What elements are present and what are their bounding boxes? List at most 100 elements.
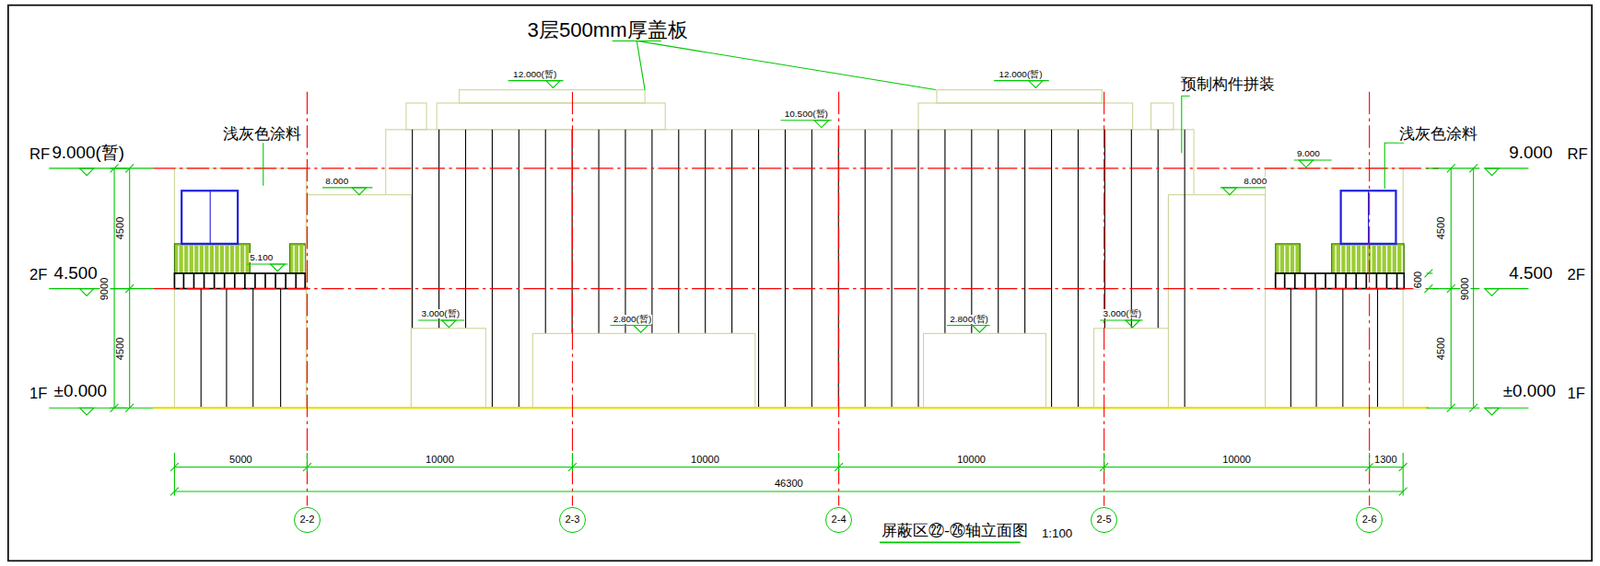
elevation-label: 10000: [956, 455, 987, 466]
elevation-label: 3.000(暂): [420, 309, 461, 319]
elevation-label: 8.000: [324, 176, 350, 187]
slab-rib: [1334, 273, 1337, 290]
dimension-tick: [1399, 488, 1408, 497]
railing: [1331, 244, 1405, 274]
railing-bar: [1366, 245, 1367, 274]
dimension-tick: [834, 463, 843, 472]
dimension-tick: [170, 488, 179, 497]
mark-triangle: [1484, 408, 1500, 416]
balcony: [174, 244, 1404, 290]
joint-line: [1077, 129, 1079, 409]
elevation-label: 10000: [689, 455, 721, 466]
axis-bubble: 2-2: [293, 507, 321, 535]
mark-triangle: [1298, 160, 1314, 168]
railing: [290, 244, 306, 274]
mark-triangle: [1222, 187, 1238, 196]
mark-triangle: [1484, 168, 1500, 176]
elevation-label: 46300: [773, 479, 805, 491]
elevation-label: 1300: [1373, 455, 1399, 466]
joint-line: [1342, 289, 1344, 409]
dimension-tick: [1365, 463, 1374, 472]
dimension-tick: [568, 463, 577, 472]
mark-triangle: [1028, 81, 1044, 89]
railing-bar: [1334, 245, 1336, 274]
joint-line: [758, 129, 760, 409]
railing-bar: [223, 245, 225, 274]
slab-rib: [1294, 273, 1297, 290]
railing-bar: [203, 245, 205, 274]
note-label: 预制构件拼装: [1179, 77, 1276, 94]
door: [181, 190, 1396, 245]
joint-line: [1377, 289, 1379, 409]
railing-bar: [213, 245, 215, 274]
extension-line: [838, 453, 840, 472]
mark-triangle: [79, 408, 94, 416]
railing-bar: [1370, 245, 1372, 274]
slab-rib: [1365, 273, 1367, 290]
note-label: 浅灰色涂料: [1398, 127, 1479, 143]
joint-line: [491, 129, 493, 409]
joint-line: [1315, 289, 1317, 409]
extension-line: [174, 453, 176, 472]
joint-line: [917, 129, 919, 409]
note-label: 4.500: [53, 264, 99, 282]
railing-bar: [1380, 245, 1382, 274]
joint-line: [518, 129, 520, 409]
railing-bar: [183, 245, 185, 274]
dimension-line: [1472, 168, 1474, 409]
railing-bar: [303, 245, 304, 274]
railing-bar: [187, 245, 189, 274]
frame: [8, 5, 1592, 562]
vertical-dimension: 4500: [115, 337, 126, 363]
building-outline: [174, 90, 1403, 409]
slab-rib: [1284, 273, 1286, 290]
note-label: 1F: [1565, 385, 1586, 402]
elevation-label: 10000: [424, 455, 456, 466]
mark-triangle: [351, 187, 367, 196]
dimension-tick: [1447, 163, 1456, 173]
slab-rib: [264, 273, 267, 290]
mark-triangle: [814, 120, 830, 129]
railing-bar: [219, 245, 221, 274]
axis-bubble: 2-3: [559, 507, 586, 535]
slab-rib: [1396, 273, 1399, 290]
slab-rib: [1344, 273, 1347, 290]
elevation-label: 1:100: [1040, 528, 1074, 541]
elevation-label: 5000: [228, 455, 254, 466]
elevation-label: 12.000(暂): [512, 70, 558, 80]
axis-line: [572, 92, 573, 507]
mark-triangle: [270, 264, 286, 272]
dimension-tick: [1099, 463, 1109, 472]
note-label: 2F: [1565, 268, 1586, 284]
vertical-dimension: 9000: [1459, 276, 1471, 302]
axis-number: 2-5: [1097, 514, 1112, 526]
joint-line: [225, 289, 227, 409]
railing-bar: [193, 245, 195, 274]
ground-line: [152, 407, 1429, 409]
railing-bar: [1355, 245, 1357, 274]
joint-line: [811, 129, 813, 409]
dimension-tick: [1399, 463, 1408, 472]
railing-bar: [244, 245, 246, 274]
elevation-label: 5.100: [248, 253, 274, 263]
railing-bar: [1386, 245, 1388, 274]
elevation-label: 10000: [1221, 455, 1252, 466]
joint-line: [1184, 129, 1186, 409]
joint-line: [891, 129, 893, 409]
joint-line: [252, 289, 254, 409]
slab-rib: [1314, 273, 1317, 290]
note-label: 1F: [28, 385, 48, 402]
slab-rib: [1376, 273, 1379, 290]
dimension-line: [174, 467, 1403, 468]
extension-line: [1402, 453, 1404, 472]
slab-rib: [1354, 273, 1357, 290]
axis-bubble: 2-5: [1090, 507, 1118, 535]
slab-rib: [284, 273, 287, 290]
mark-triangle: [442, 320, 457, 328]
axis-bubble: 2-4: [825, 507, 853, 535]
axis-number: 2-2: [299, 514, 315, 526]
slab-rib: [233, 273, 236, 290]
railing-bar: [1376, 245, 1378, 274]
slab-rib: [193, 273, 196, 290]
mark-triangle: [79, 289, 94, 297]
